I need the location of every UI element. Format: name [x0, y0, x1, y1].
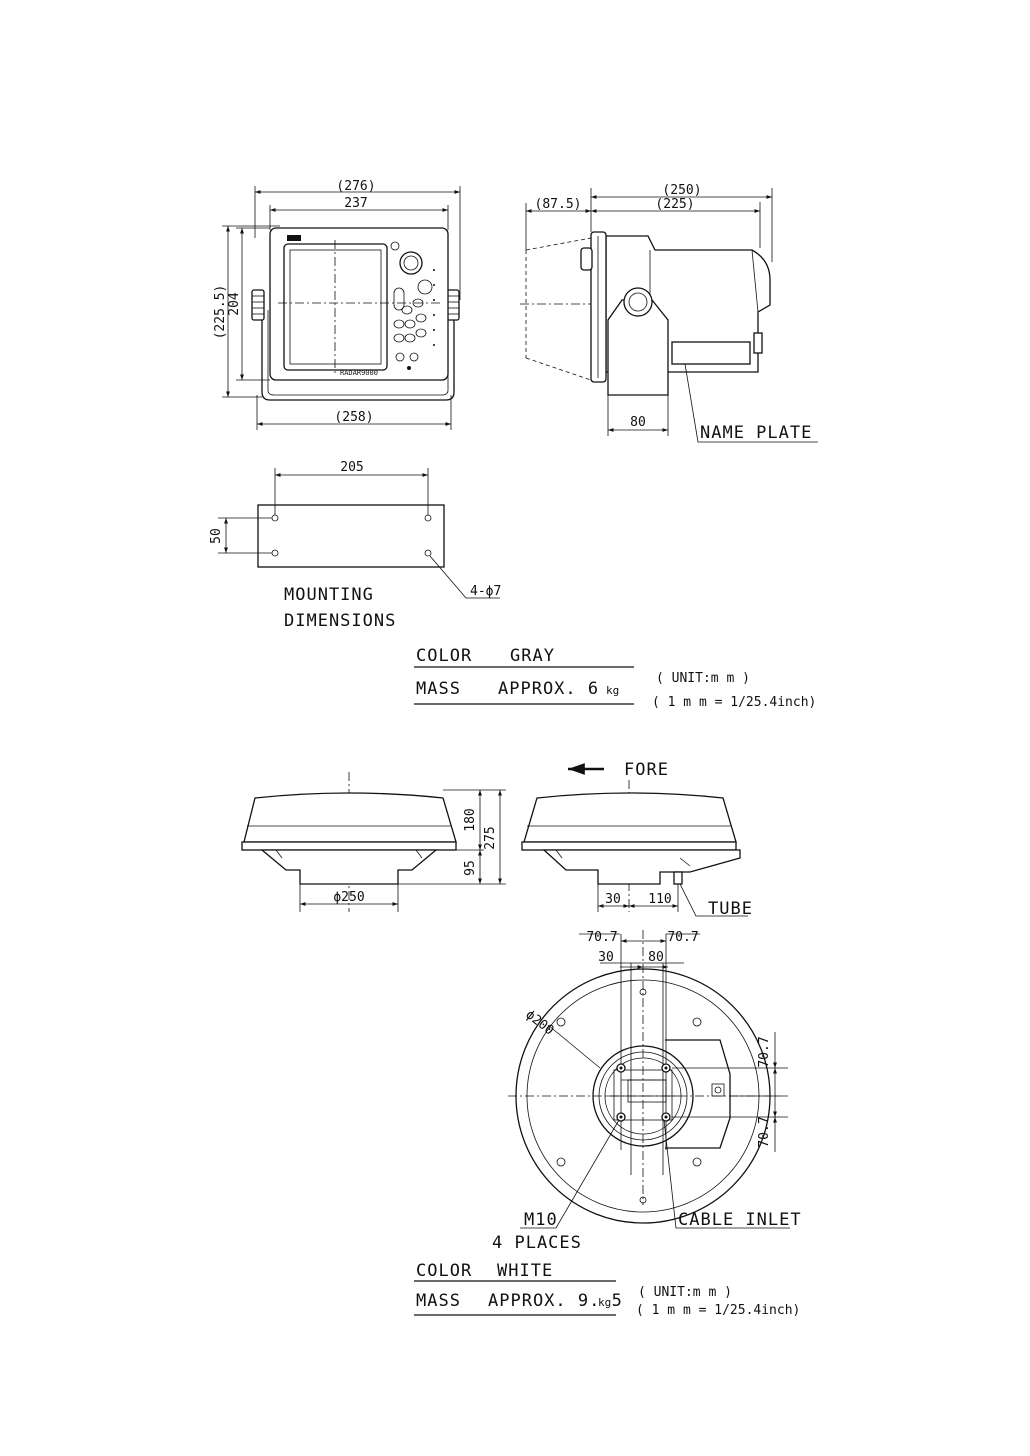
dim-dome-height: 180	[463, 808, 478, 831]
dim-offset-vertical-top: 70.7	[757, 1036, 772, 1067]
fore-indicator: FORE	[568, 760, 669, 780]
name-plate-label: NAME PLATE	[700, 423, 812, 443]
antenna-color-key: COLOR	[416, 1261, 472, 1281]
tube-stub	[673, 871, 683, 885]
display-mass-key: MASS	[416, 679, 461, 699]
dim-bracket-width: (258)	[334, 410, 373, 425]
bracket-knob-right-icon	[446, 289, 460, 321]
fore-label: FORE	[624, 760, 669, 780]
antenna-spec-block: COLOR WHITE MASS APPROX. 9. 5 kg ( UNIT:…	[414, 1261, 800, 1318]
dim-offset-left: 70.7	[586, 930, 617, 945]
antenna-dome	[243, 792, 457, 843]
dim-hole-spacing-y: 50	[209, 528, 224, 544]
dim-bracket-depth: 80	[630, 415, 646, 430]
display-unit-note: ( UNIT:m m )	[656, 671, 750, 686]
dim-front-height-body: 204	[227, 292, 242, 316]
dim-side-depth-overall: (250)	[662, 183, 701, 198]
display-spec-block: COLOR GRAY MASS APPROX. 6 kg ( UNIT:m m …	[414, 646, 816, 710]
antenna-front-view: 180 95 275 ϕ250	[241, 772, 506, 912]
dim-front-width-overall: (276)	[336, 179, 375, 194]
dim-side-depth-front: (87.5)	[535, 197, 582, 212]
dim-base-diameter: ϕ250	[333, 890, 364, 905]
mounting-title-line1: MOUNTING	[284, 585, 374, 605]
mounting-dimensions: 205 50 4-ϕ7 MOUNTING DIMENSIONS	[209, 460, 501, 631]
display-side-view: (87.5) (250) (225) 80	[520, 183, 818, 443]
antenna-bottom-view: 70.7 70.7 30 80	[492, 930, 802, 1253]
display-front-view: (276) 237 (225.5) 204	[213, 179, 461, 430]
cable-inlet-label: CABLE INLET	[678, 1210, 802, 1230]
antenna-mass-key: MASS	[416, 1291, 461, 1311]
antenna-conversion-note: ( 1 m m = 1/25.4inch)	[636, 1303, 800, 1318]
display-color-value: GRAY	[510, 646, 555, 666]
antenna-mass-unit: kg	[598, 1296, 611, 1309]
mounting-title-line2: DIMENSIONS	[284, 611, 396, 631]
antenna-color-value: WHITE	[497, 1261, 553, 1281]
bolt-places: 4 PLACES	[492, 1233, 582, 1253]
hole-callout: 4-ϕ7	[470, 584, 501, 599]
display-screen	[283, 243, 388, 371]
model-label: RADAR9000	[340, 369, 378, 377]
display-color-key: COLOR	[416, 646, 472, 666]
antenna-mass-value: APPROX. 9. 5	[488, 1291, 623, 1311]
dim-tube-offset-a: 30	[605, 892, 621, 907]
dim-offset-vertical-bottom: 70.7	[757, 1116, 772, 1147]
dim-front-height-overall: (225.5)	[213, 285, 228, 340]
display-conversion-note: ( 1 m m = 1/25.4inch)	[652, 695, 816, 710]
dim-total-height: 275	[483, 826, 498, 849]
bracket-knob-side-icon	[623, 287, 653, 317]
antenna-unit-note: ( UNIT:m m )	[638, 1285, 732, 1300]
brand-logo	[287, 235, 301, 241]
mounting-plate	[257, 504, 445, 568]
name-plate	[671, 341, 751, 365]
rotary-knob-icon	[399, 251, 423, 275]
dim-side-depth-body: (225)	[655, 197, 694, 212]
display-mass-value: APPROX. 6	[498, 679, 599, 699]
dim-tube-offset-b: 110	[648, 892, 671, 907]
dim-base-height: 95	[463, 860, 478, 876]
base-flange	[592, 1045, 694, 1147]
dim-offset-80: 80	[648, 950, 664, 965]
display-body	[269, 227, 449, 381]
antenna-side-view: 30 110 TUBE	[521, 780, 753, 919]
dim-hole-spacing-x: 205	[340, 460, 363, 475]
dim-offset-30: 30	[598, 950, 614, 965]
dim-front-width-body: 237	[344, 196, 367, 211]
bolt-label: M10	[524, 1210, 558, 1230]
dim-offset-right: 70.7	[667, 930, 698, 945]
bracket-knob-left-icon	[251, 289, 265, 321]
dim-bottom-diameter: ϕ200	[523, 1007, 557, 1038]
tube-label: TUBE	[708, 899, 753, 919]
display-mass-unit: kg	[606, 684, 619, 697]
